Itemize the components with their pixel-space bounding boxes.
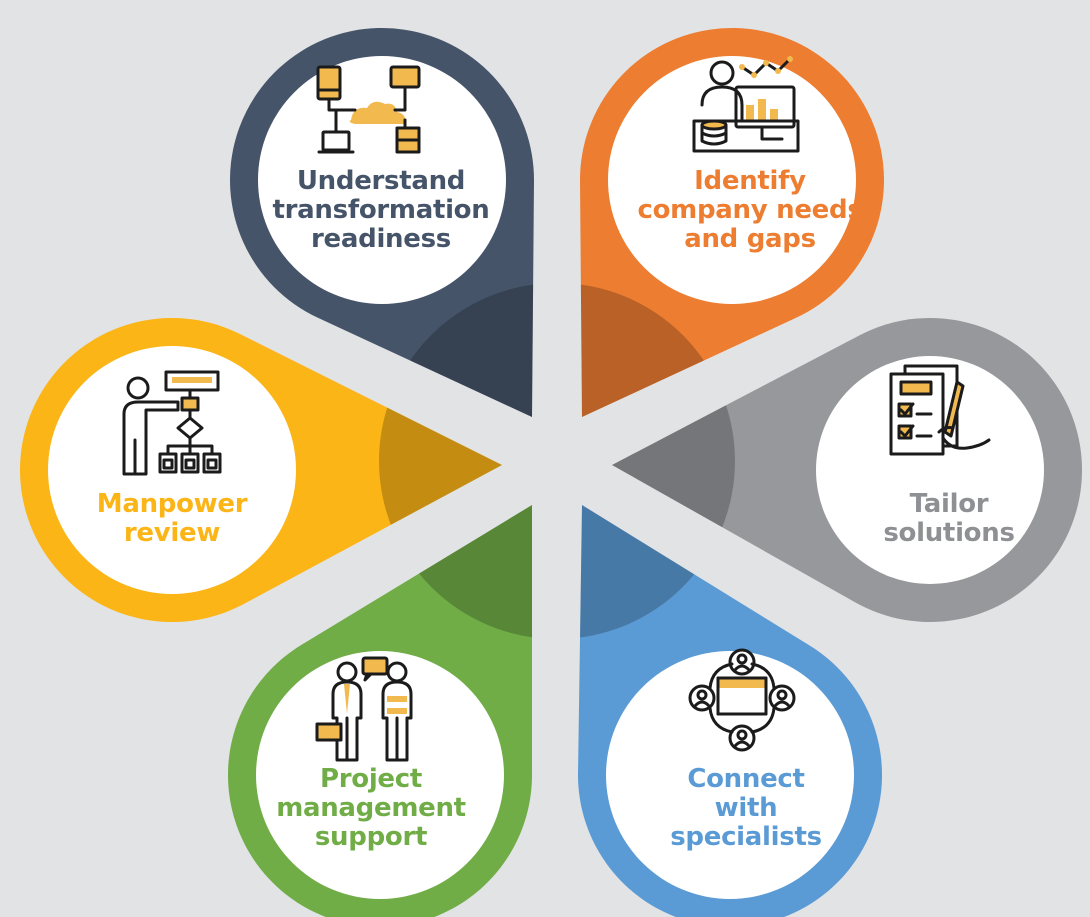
- analytics-dashboard-icon: [692, 56, 800, 153]
- petal-inner-circle-project: [256, 651, 504, 899]
- label-manpower: Manpower review: [52, 490, 292, 548]
- petal-understand: [230, 28, 534, 417]
- business-meeting-icon: [315, 656, 413, 762]
- label-tailor-line-2: solutions: [883, 518, 1015, 548]
- label-connect: Connect with specialists: [626, 765, 866, 852]
- people-network-icon: [688, 648, 796, 752]
- petal-inner-circle-tailor: [816, 356, 1044, 584]
- petal-inner-circle-understand: [258, 56, 506, 304]
- label-connect-line-2: with: [714, 793, 778, 823]
- label-project-line-1: Project: [319, 764, 423, 794]
- label-tailor: Tailor solutions: [829, 490, 1069, 548]
- petal-tailor: [612, 318, 1082, 622]
- label-understand: Understand transformation readiness: [261, 167, 501, 254]
- label-connect-line-1: Connect: [687, 764, 805, 794]
- label-project-line-2: management: [276, 793, 466, 823]
- label-tailor-line-1: Tailor: [909, 489, 989, 519]
- label-identify-line-2: company needs: [637, 195, 863, 225]
- petal-project: [228, 505, 532, 917]
- label-understand-line-2: transformation: [272, 195, 490, 225]
- cloud-network-icon: [316, 65, 421, 154]
- checklist-signing-icon: [889, 364, 991, 456]
- petal-inner-circle-connect: [606, 651, 854, 899]
- label-identify-line-3: and gaps: [684, 224, 816, 254]
- label-connect-line-3: specialists: [670, 822, 822, 852]
- label-project: Project management support: [251, 765, 491, 852]
- label-project-line-3: support: [314, 822, 428, 852]
- label-identify: Identify company needs and gaps: [630, 167, 870, 254]
- label-understand-line-1: Understand: [296, 166, 466, 196]
- label-manpower-line-2: review: [123, 518, 221, 548]
- center-shadow-disc: [379, 283, 735, 639]
- label-manpower-line-1: Manpower: [96, 489, 248, 519]
- label-identify-line-1: Identify: [694, 166, 806, 196]
- org-chart-presenter-icon: [122, 370, 222, 476]
- label-understand-line-3: readiness: [311, 224, 451, 254]
